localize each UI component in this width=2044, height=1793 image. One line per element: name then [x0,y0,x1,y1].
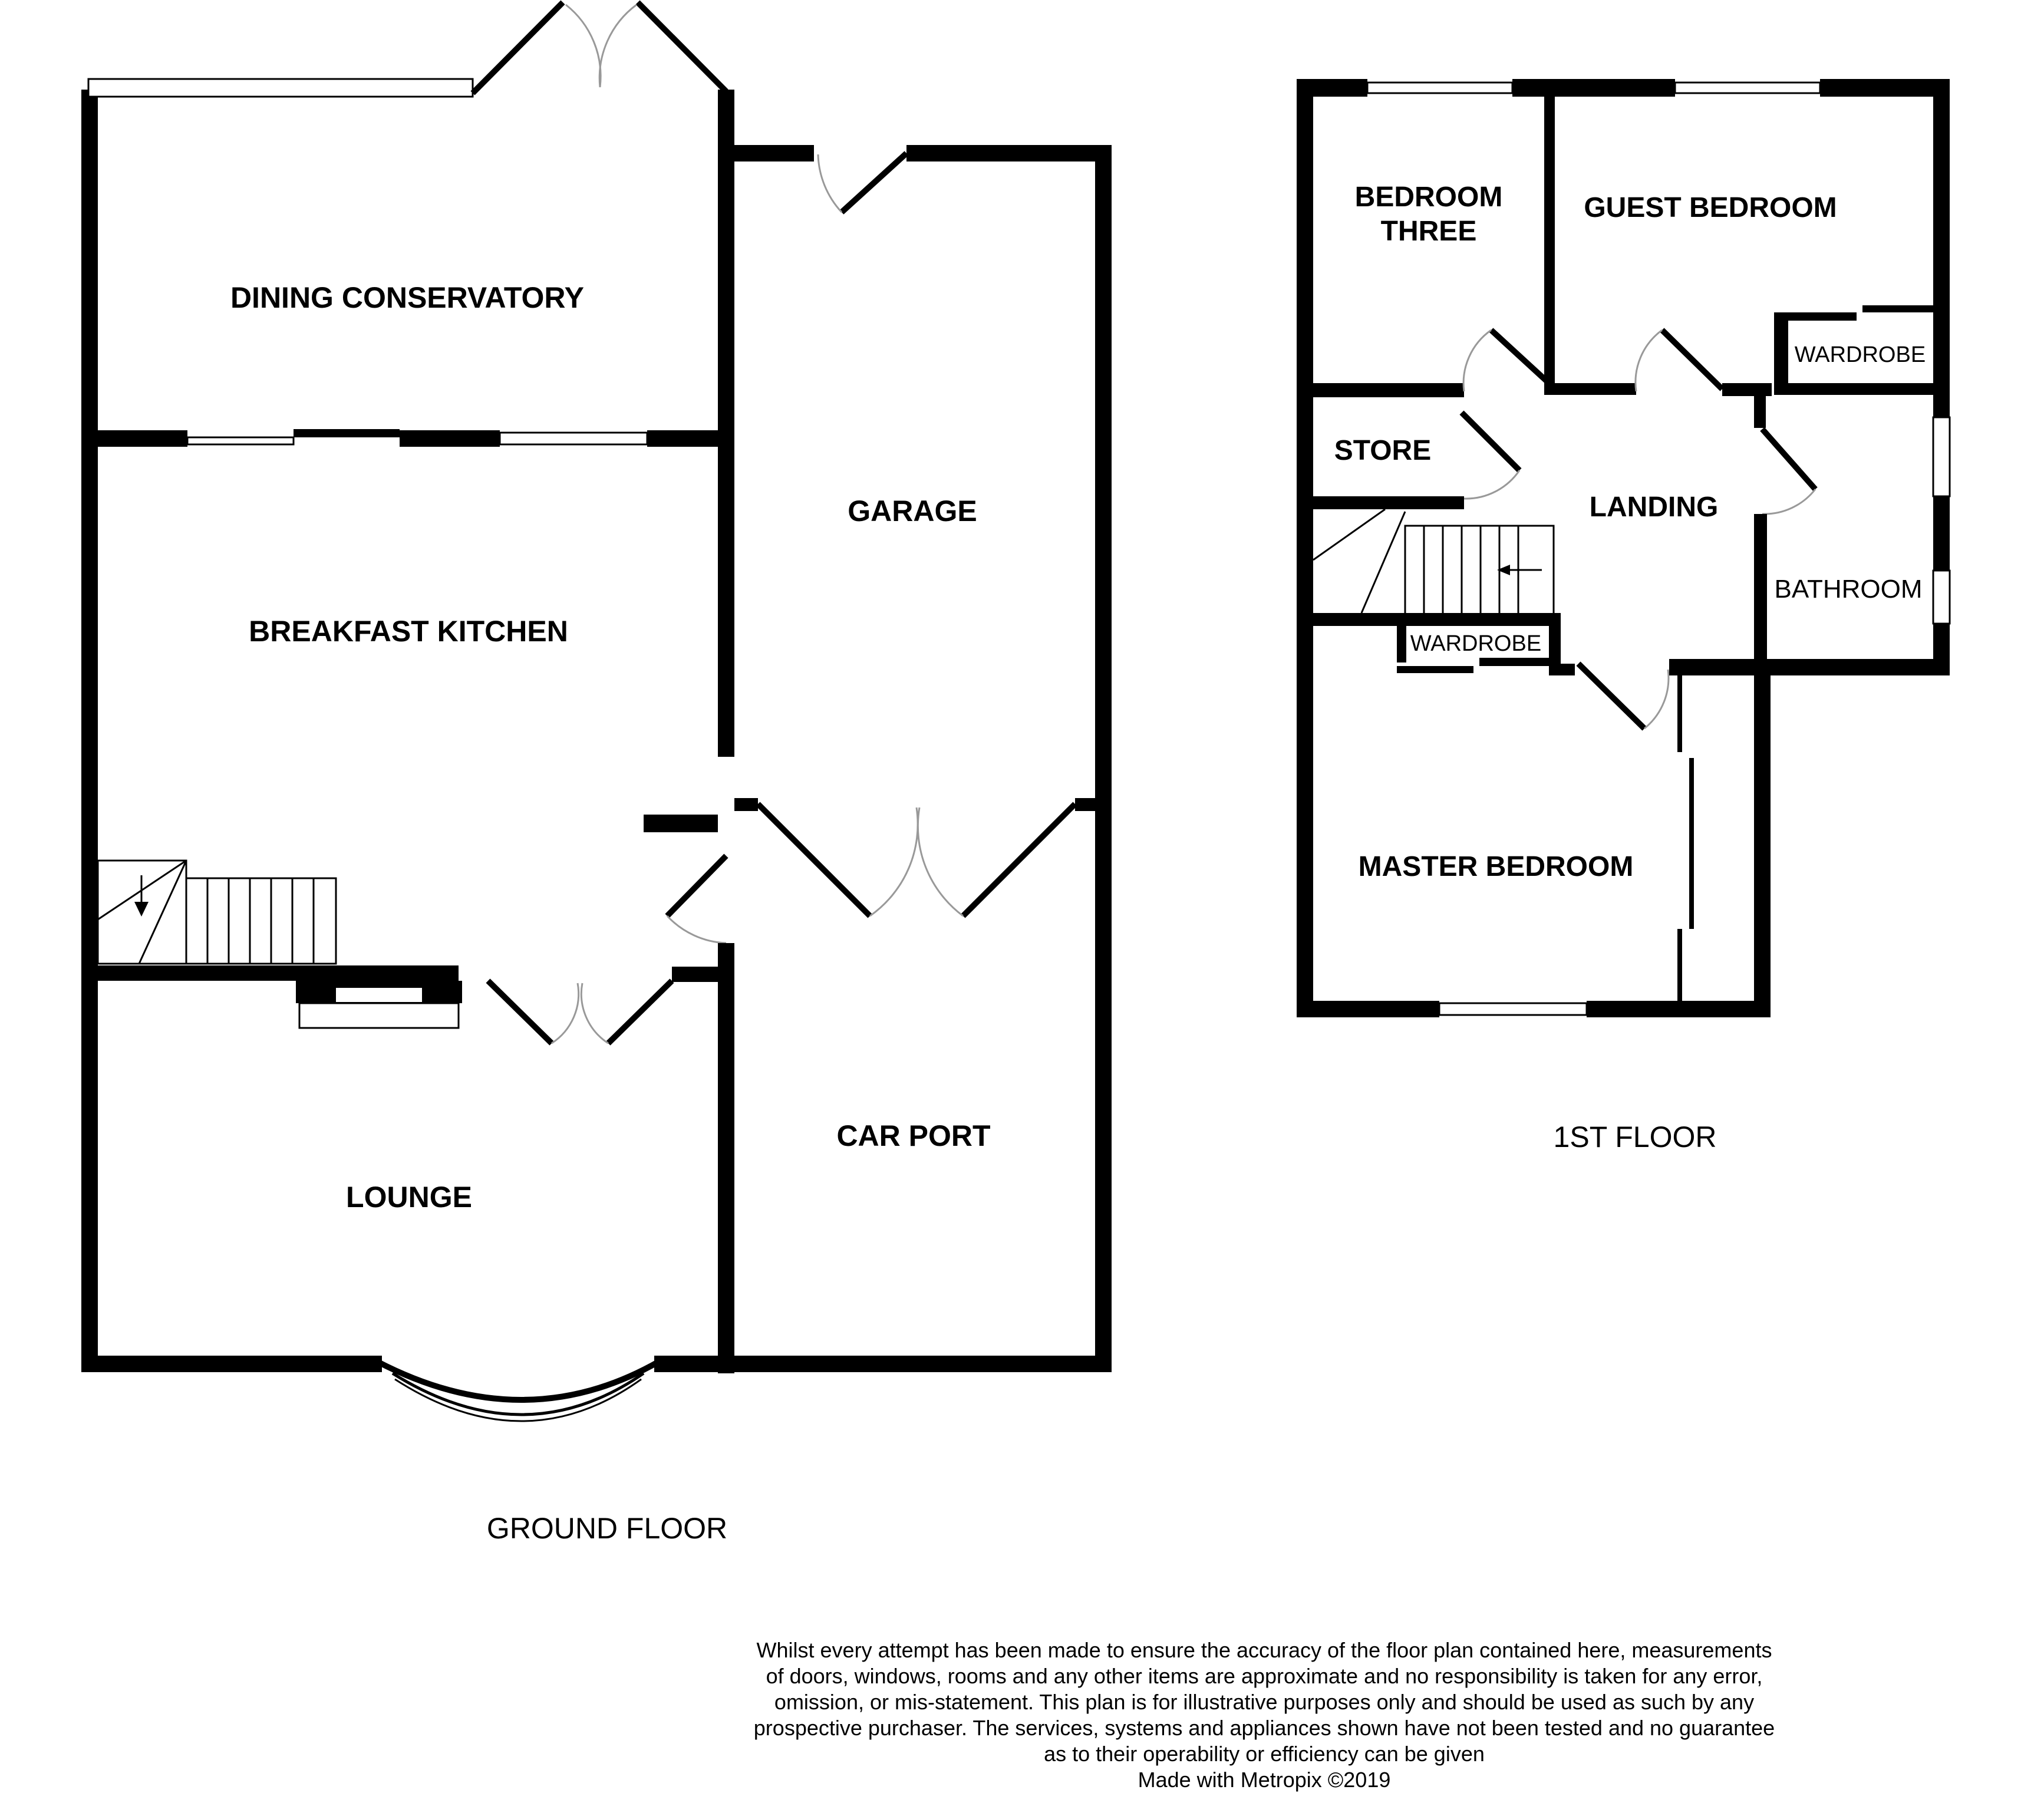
disclaimer-line: as to their operability or efficiency ca… [1044,1742,1485,1766]
wall [1313,613,1561,626]
wall [81,90,98,1372]
wall [400,430,500,447]
staircase [1313,508,1555,615]
disclaimer-line: omission, or mis-statement. This plan is… [774,1690,1755,1714]
wall [1774,312,1788,389]
first-floor-plan [1297,79,1951,1017]
wall [718,943,734,1373]
door [1634,328,1725,392]
french-door [756,802,1077,918]
wall [1754,514,1767,675]
room-label-store: STORE [1334,435,1431,466]
room-label-bedroom-three-line2: THREE [1381,216,1477,247]
room-label-garage: GARAGE [848,495,977,528]
french-door [470,0,728,95]
room-label-landing: LANDING [1590,492,1719,523]
room-label-wardrobe-landing: WARDROBE [1410,631,1541,656]
credit: Made with Metropix ©2019 [1138,1768,1391,1792]
wall [1677,675,1682,752]
wall [1689,758,1694,929]
wall [1544,97,1555,391]
wall [734,798,758,811]
wall [1722,383,1772,396]
wall [1549,613,1561,672]
wall [1075,798,1099,811]
window [87,78,474,98]
door [1459,410,1522,500]
wall [1512,79,1675,97]
wall [1774,383,1933,395]
wall [718,160,734,757]
window [186,436,295,446]
ground-floor-plan [81,0,1112,1422]
disclaimer-line: of doors, windows, rooms and any other i… [766,1664,1763,1688]
window [1932,416,1951,497]
wall [1754,395,1766,428]
door [1576,661,1670,731]
wall [294,429,400,437]
wall [1820,79,1950,97]
door [1760,427,1818,515]
fireplace-hearth [298,1002,460,1029]
floor-label-ground: GROUND FLOOR [487,1512,727,1545]
wall [1669,659,1761,675]
wall [81,1356,382,1372]
wall [1313,383,1464,397]
door [1462,328,1551,392]
window [499,431,648,446]
wall [1095,145,1112,1372]
disclaimer-line: Whilst every attempt has been made to en… [756,1638,1772,1662]
wall [1677,929,1682,1006]
wall [1933,496,1950,571]
wall [1397,666,1473,673]
wall [1587,1001,1771,1017]
window [1438,1002,1588,1016]
wall [1862,305,1933,312]
french-door [486,978,674,1046]
bay-window [375,1359,661,1422]
wall [647,430,734,447]
room-label-guest-bedroom: GUEST BEDROOM [1584,192,1837,223]
wall [81,430,187,447]
room-label-bathroom: BATHROOM [1775,575,1923,604]
room-label-car-port: CAR PORT [836,1119,990,1152]
room-label-breakfast-kitchen: BREAKFAST KITCHEN [249,615,568,648]
window [1932,569,1951,625]
wall [672,967,734,982]
wall [1479,658,1552,666]
wall [644,815,718,832]
wall [1774,312,1857,321]
wall [1933,79,1950,417]
wall [734,145,814,161]
window [1366,81,1514,94]
wall [1397,626,1406,663]
disclaimer: Whilst every attempt has been made to en… [713,1637,1815,1793]
window [1674,81,1821,94]
wall [1313,496,1464,509]
wall [654,1356,1112,1372]
disclaimer-line: prospective purchaser. The services, sys… [753,1716,1775,1740]
wall [1297,79,1313,1017]
wall [1544,383,1636,395]
wall [906,145,1112,161]
wall [718,90,734,160]
staircase [97,859,337,965]
wall [1549,664,1575,675]
room-label-dining-conservatory: DINING CONSERVATORY [230,281,584,314]
door [665,853,728,944]
wall [1754,659,1950,675]
wall [1754,659,1771,1017]
room-label-wardrobe-guest: WARDROBE [1795,342,1926,367]
wall [1297,1001,1439,1017]
room-label-bedroom-three-line1: BEDROOM [1355,182,1503,213]
floor-label-first: 1ST FLOOR [1554,1120,1717,1153]
room-label-lounge: LOUNGE [346,1181,472,1214]
door [817,151,909,215]
room-label-master-bedroom: MASTER BEDROOM [1359,851,1634,882]
